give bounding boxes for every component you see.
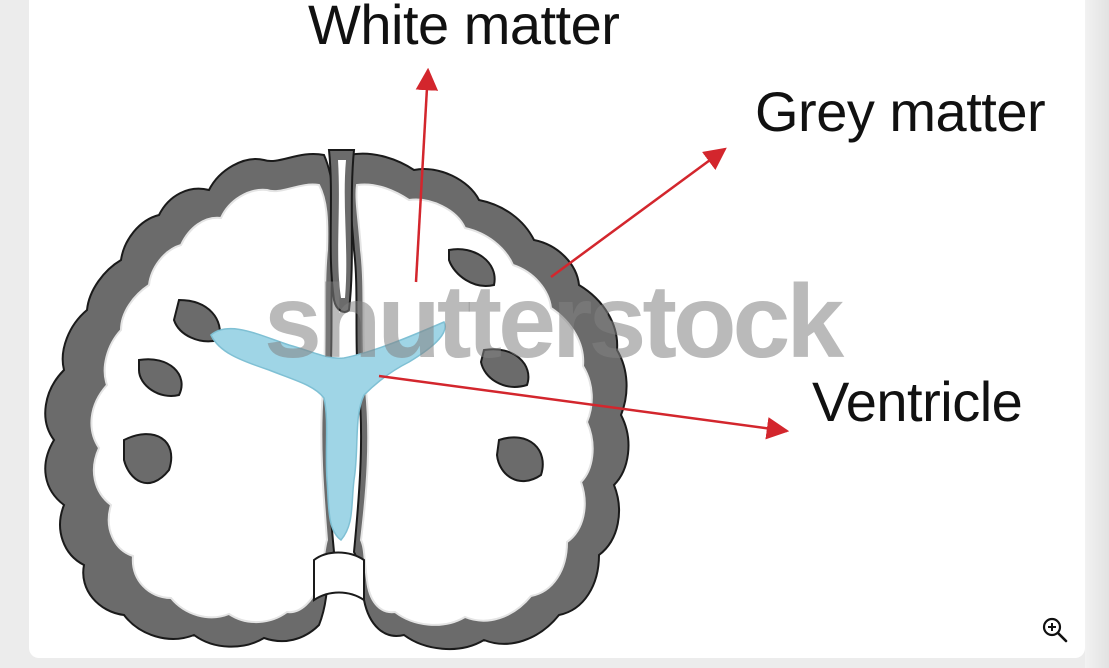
right-sulcus-lower: [495, 436, 544, 482]
zoom-button[interactable]: [1037, 612, 1073, 648]
white-matter-label: White matter: [308, 0, 620, 56]
brain-coronal-section-diagram: [44, 67, 790, 651]
left-sulcus-mid: [138, 358, 183, 397]
ventricle-arrow: [378, 374, 790, 440]
brainstem-notch: [313, 551, 365, 602]
left-sulcus-lower: [123, 433, 173, 484]
right-sulcus-mid: [479, 348, 530, 388]
watermark: shutterstock: [264, 264, 844, 380]
fissure-gap: [338, 160, 347, 298]
ventricle-shape: [210, 321, 446, 542]
zoom-in-icon: [1042, 617, 1068, 643]
grey-matter-arrow: [550, 147, 727, 279]
white-matter-arrow: [414, 67, 439, 283]
ventricle-label: Ventricle: [812, 370, 1023, 433]
right-sulcus-upper: [448, 248, 496, 287]
right-hemisphere-white-matter: [355, 183, 594, 626]
image-card: shutterstock White matter Grey matter Ve…: [29, 0, 1085, 658]
left-hemisphere-white-matter: [90, 183, 329, 624]
grey-matter-label: Grey matter: [755, 80, 1046, 143]
page-edge-shade: [1085, 0, 1109, 668]
